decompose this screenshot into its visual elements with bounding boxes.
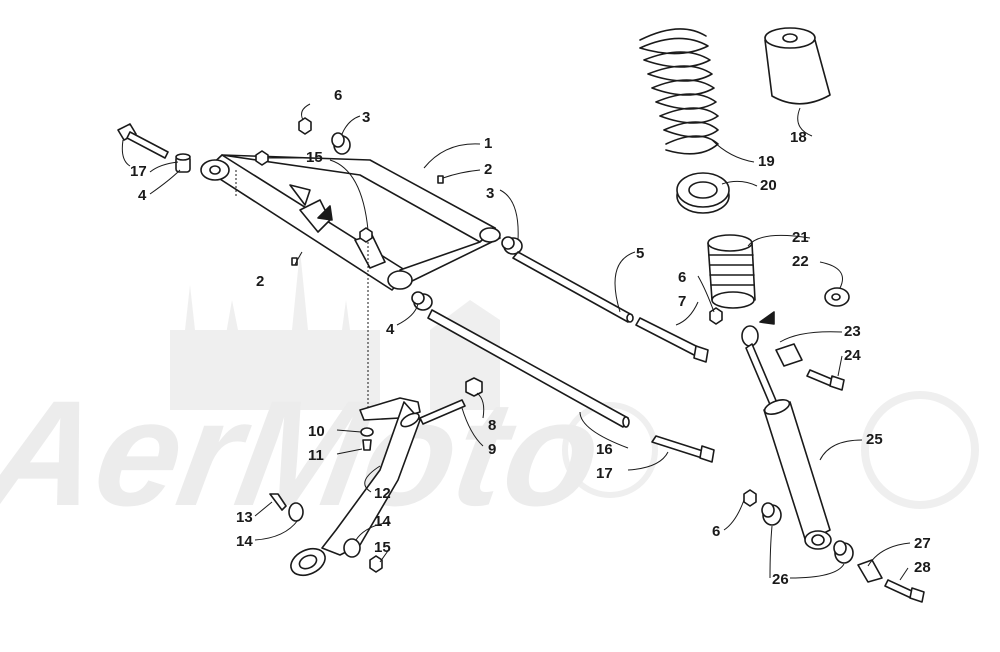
part-11-screw — [362, 439, 372, 451]
callout-14-left: 14 — [236, 533, 253, 550]
callout-6-top: 6 — [334, 87, 342, 104]
callout-28: 28 — [914, 559, 931, 576]
callout-15-lower: 15 — [374, 539, 391, 556]
part-17-bolt-left — [117, 123, 169, 159]
part-3-bushing-top — [331, 132, 351, 155]
part-6-nut-top — [298, 117, 312, 135]
part-26-bushing-left — [761, 502, 782, 526]
callout-17-lower: 17 — [596, 465, 613, 482]
callout-23: 23 — [844, 323, 861, 340]
part-5-shaft-upper — [512, 251, 634, 323]
callout-6-right: 6 — [678, 269, 686, 286]
part-17-bolt-lower — [651, 435, 715, 463]
leader-lines — [121, 103, 911, 581]
part-7-bolt — [635, 317, 709, 363]
part-14-washer-left — [288, 502, 304, 522]
callout-21: 21 — [792, 229, 809, 246]
part-23-sleeve — [775, 343, 803, 367]
part-3-bushing-right — [501, 236, 523, 255]
callout-3-top: 3 — [362, 109, 370, 126]
direction-arrow-left — [317, 205, 333, 221]
part-9-bolt — [419, 399, 466, 425]
callout-1: 1 — [484, 135, 492, 152]
assembly-guide-line — [235, 170, 369, 410]
callout-2-left: 2 — [256, 273, 264, 290]
callout-16: 16 — [596, 441, 613, 458]
callout-11: 11 — [308, 447, 324, 464]
callout-7: 7 — [678, 293, 686, 310]
part-18-boot — [764, 27, 831, 105]
part-8-nut — [465, 377, 483, 397]
part-6-nut-right — [709, 307, 723, 325]
part-12-link-bracket — [290, 397, 421, 577]
callout-3-right: 3 — [486, 185, 494, 202]
callout-14-right: 14 — [374, 513, 391, 530]
part-13-screw — [269, 493, 287, 511]
callout-4-left: 4 — [138, 187, 147, 204]
part-15-nut-top — [255, 150, 269, 166]
callout-5: 5 — [636, 245, 644, 262]
part-19-spring — [639, 28, 719, 155]
part-15-nut-mid — [359, 227, 373, 243]
part-25-shock-body — [741, 325, 832, 550]
callout-6-lower: 6 — [712, 523, 720, 540]
part-28-bolt — [884, 579, 925, 603]
callout-24: 24 — [844, 347, 861, 364]
part-27-sleeve — [857, 559, 883, 583]
part-24-bolt — [806, 369, 845, 391]
part-15-nut-lower — [369, 555, 383, 573]
part-16-shaft-lower — [427, 309, 630, 428]
part-6-nut-lower — [743, 489, 757, 507]
direction-arrow-right — [759, 311, 775, 325]
part-10-washer — [360, 427, 374, 437]
watermark-text: AerMoto — [0, 370, 613, 538]
callout-4-lower: 4 — [386, 321, 395, 338]
callout-19: 19 — [758, 153, 775, 170]
part-2-fitting-top — [437, 175, 444, 184]
callout-labels: 1 2 2 3 3 4 4 5 6 6 6 7 8 9 10 11 12 13 … — [130, 87, 931, 588]
part-14-washer-right — [343, 538, 361, 558]
parts-line-art — [117, 27, 925, 603]
callout-8: 8 — [488, 417, 496, 434]
part-4-bushing-left — [175, 153, 191, 173]
callout-17-left: 17 — [130, 163, 147, 180]
callout-22: 22 — [792, 253, 809, 270]
callout-13: 13 — [236, 509, 253, 526]
callout-25: 25 — [866, 431, 883, 448]
callout-2-top: 2 — [484, 161, 492, 178]
callout-15-top: 15 — [306, 149, 323, 166]
part-26-bushing-right — [833, 540, 854, 564]
part-20-adjuster-ring — [676, 172, 730, 214]
part-1-swing-arm — [200, 154, 501, 291]
part-4-bushing-lower — [411, 291, 433, 311]
part-21-bump-stop — [707, 234, 756, 309]
callout-9: 9 — [488, 441, 496, 458]
callout-26: 26 — [772, 571, 789, 588]
callout-10: 10 — [308, 423, 325, 440]
part-22-washer — [824, 287, 850, 307]
callout-12: 12 — [374, 485, 391, 502]
callout-20: 20 — [760, 177, 777, 194]
callout-27: 27 — [914, 535, 931, 552]
callout-18: 18 — [790, 129, 807, 146]
